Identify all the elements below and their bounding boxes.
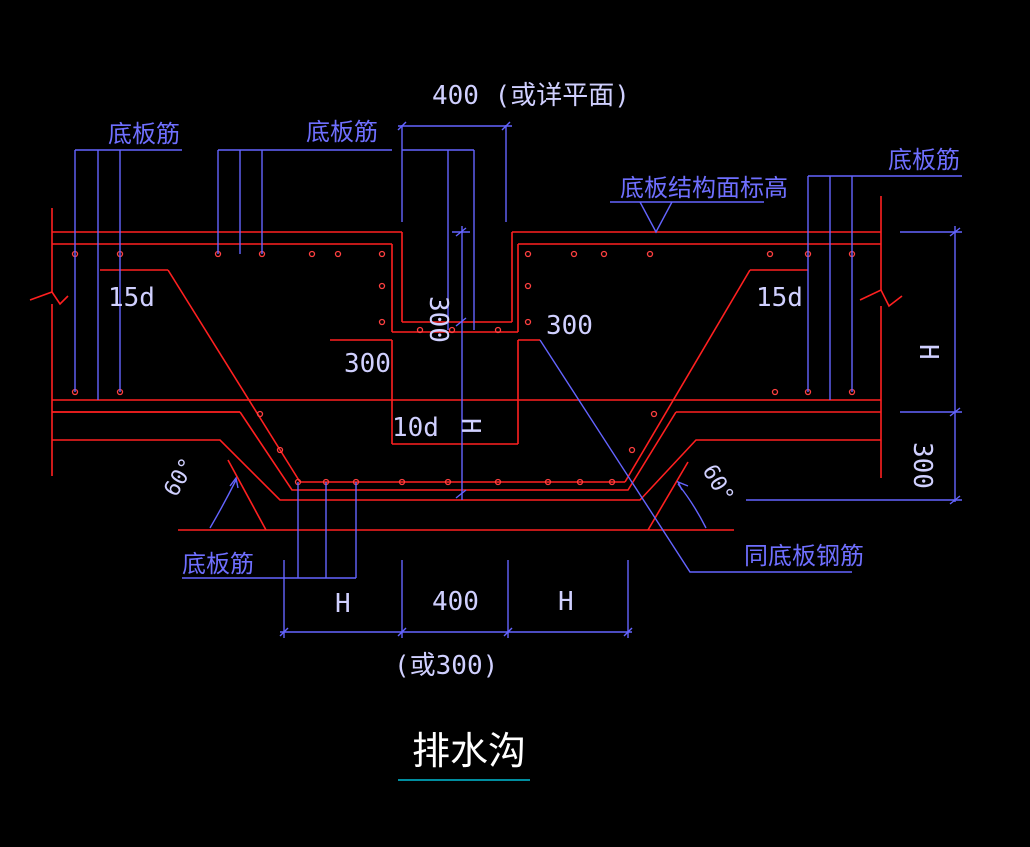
drawing-title: 排水沟 (412, 729, 526, 773)
label-bottom-rebar-middle: 底板筋 (306, 118, 378, 146)
dim-side-300-left: 300 (344, 349, 391, 379)
label-bottom-rebar-left: 底板筋 (108, 120, 180, 148)
rebar-lines (74, 121, 962, 638)
label-bottom-rebar-bottom: 底板筋 (182, 550, 254, 578)
label-bottom-rebar-right: 底板筋 (888, 146, 960, 174)
dim-bottom-400: 400 (432, 587, 479, 617)
label-slab-top-elevation: 底板结构面标高 (620, 174, 788, 202)
dim-anchor-15d-right: 15d (756, 283, 803, 313)
dim-top-width: 400 (或详平面) (432, 81, 630, 111)
dim-h-center: H (455, 418, 485, 434)
concrete-outline (29, 196, 903, 531)
dim-side-300-right: 300 (546, 311, 593, 341)
dim-bottom-or-300: (或300) (394, 651, 498, 681)
rebar-dots (71, 250, 856, 486)
dim-anchor-15d-left: 15d (108, 283, 155, 313)
label-same-as-slab-rebar: 同底板钢筋 (744, 542, 864, 570)
dim-bottom-h-left: H (335, 589, 351, 619)
dim-h-right: H (913, 344, 943, 360)
dim-bottom-h-right: H (558, 587, 574, 617)
dim-anchor-10d: 10d (392, 413, 439, 443)
dim-right-300: 300 (907, 442, 937, 489)
dim-channel-depth: 300 (423, 296, 453, 343)
